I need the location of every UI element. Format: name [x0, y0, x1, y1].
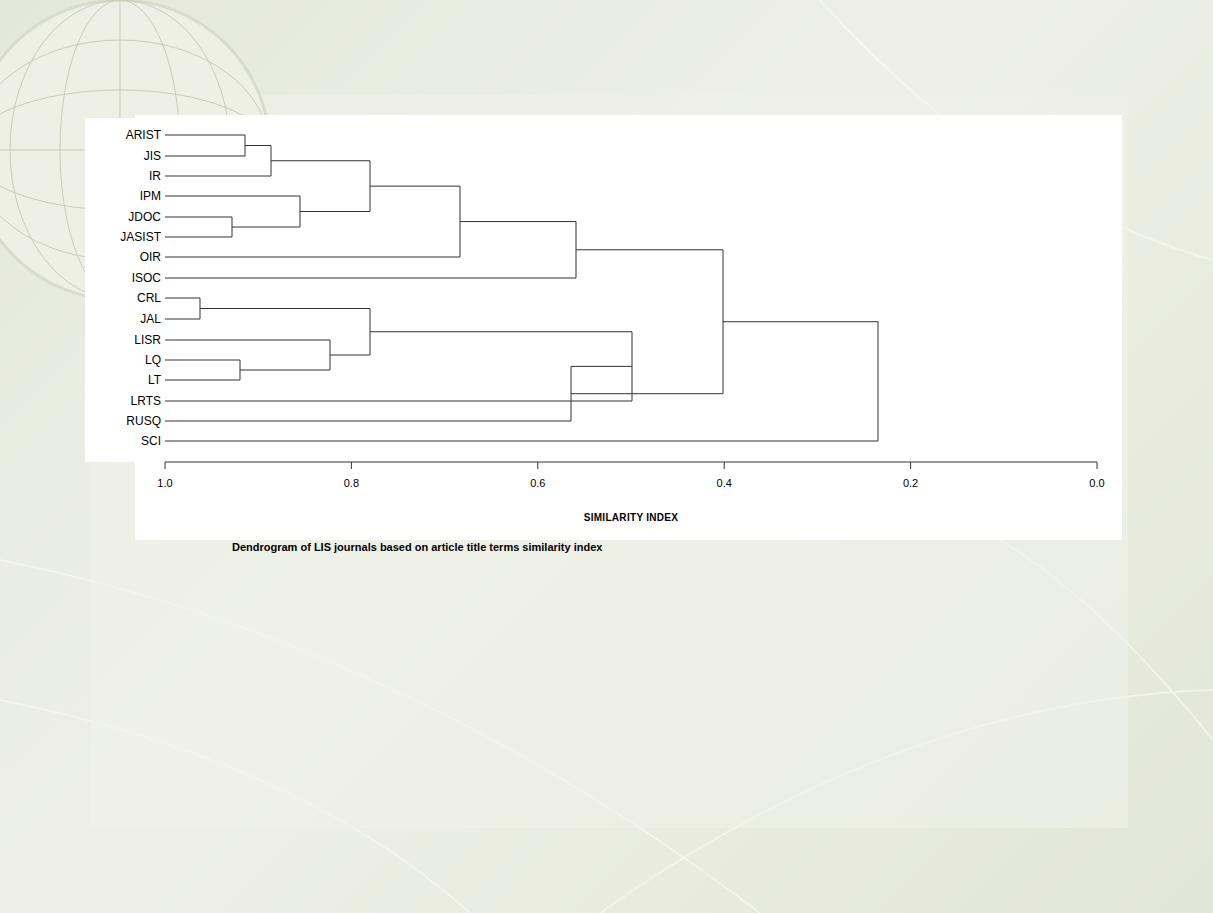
- tick-label: 0.4: [717, 477, 732, 489]
- leaf-label: CRL: [137, 291, 161, 305]
- leaf-label: RUSQ: [126, 414, 161, 428]
- tick-label: 1.0: [157, 477, 172, 489]
- leaf-label: IPM: [140, 189, 161, 203]
- axis-line: [165, 462, 1097, 469]
- tick-label: 0.8: [344, 477, 359, 489]
- leaf-label: LT: [148, 373, 161, 387]
- tick-label: 0.0: [1089, 477, 1104, 489]
- dendrogram-lines: [165, 135, 878, 441]
- leaf-label: OIR: [140, 250, 161, 264]
- leaf-label: ARIST: [126, 128, 161, 142]
- leaf-label: JDOC: [128, 210, 161, 224]
- caption: Dendrogram of LIS journals based on arti…: [232, 541, 602, 553]
- tick-label: 0.6: [530, 477, 545, 489]
- leaf-label: IR: [149, 169, 161, 183]
- leaf-label: ISOC: [132, 271, 161, 285]
- axis-title: SIMILARITY INDEX: [584, 512, 679, 523]
- leaf-label: JASIST: [120, 230, 161, 244]
- leaf-label: JIS: [144, 149, 161, 163]
- leaf-label: JAL: [140, 312, 161, 326]
- tick-label: 0.2: [903, 477, 918, 489]
- leaf-label: SCI: [141, 434, 161, 448]
- leaf-label: LRTS: [131, 394, 161, 408]
- leaf-label: LISR: [134, 333, 161, 347]
- leaf-label: LQ: [145, 353, 161, 367]
